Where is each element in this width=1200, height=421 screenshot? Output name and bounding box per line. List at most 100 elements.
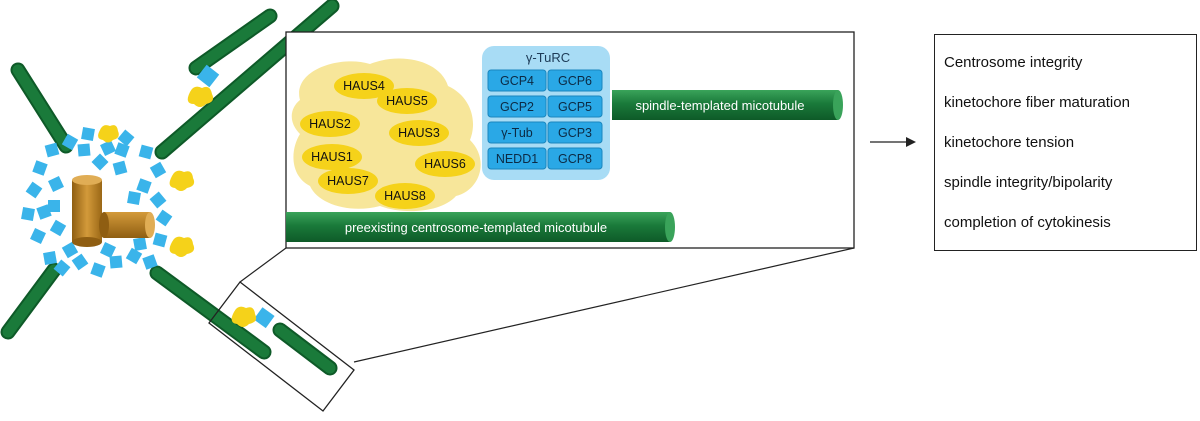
haus-subunit <box>334 73 394 99</box>
aster-microtubule-top-right-long <box>154 0 340 160</box>
haus-label: HAUS4 <box>343 79 385 93</box>
pcm-square-icon <box>48 176 64 192</box>
haus-label: HAUS5 <box>386 94 428 108</box>
pcm-square-icon <box>91 153 109 171</box>
pcm-square-icon <box>125 247 143 265</box>
haus-subunit <box>389 120 449 146</box>
pcm-square-icon <box>133 237 147 251</box>
pcm-square-icon <box>77 143 91 157</box>
gcp-label: GCP6 <box>558 74 592 88</box>
gcp-label: γ-Tub <box>501 126 533 140</box>
pcm-square-icon <box>53 259 71 277</box>
gcp-box <box>487 69 547 92</box>
pcm-square-icon <box>114 142 130 158</box>
aster-microtubule-top-left <box>10 62 74 154</box>
pcm-square-icon <box>30 228 46 244</box>
aster-microtubule-bottom-left <box>0 262 62 340</box>
haus-label: HAUS2 <box>309 117 351 131</box>
centriole-cylinder-icon <box>72 175 102 247</box>
pcm-square-icon <box>49 219 67 237</box>
outcome-item: Centrosome integrity <box>944 54 1083 71</box>
haus-label: HAUS1 <box>311 150 353 164</box>
gcp-box <box>487 121 547 144</box>
augmin-blob-icon <box>98 125 119 143</box>
centriole-cylinder-icon <box>99 212 155 238</box>
haus-subunit <box>302 144 362 170</box>
haus-subunits: HAUS4 HAUS5 HAUS2 HAUS3 HAUS1 HAUS6 HAUS… <box>300 73 475 209</box>
pcm-square-icon <box>21 207 35 221</box>
gamma-turc-title: γ-TuRC <box>526 50 570 65</box>
gcp-label: GCP3 <box>558 126 592 140</box>
preexisting-microtubule-label: preexisting centrosome-templated micotub… <box>345 220 607 235</box>
gcp-box <box>487 147 547 170</box>
haus-subunit <box>300 111 360 137</box>
haus-subunit <box>415 151 475 177</box>
haus-label: HAUS7 <box>327 174 369 188</box>
haus-label: HAUS6 <box>424 157 466 171</box>
haus-label: HAUS3 <box>398 126 440 140</box>
pcm-square-icon <box>152 232 168 248</box>
gcp-label: GCP4 <box>500 74 534 88</box>
gcp-label: GCP5 <box>558 100 592 114</box>
pcm-square-icon <box>71 253 89 271</box>
pcm-square-icon <box>149 191 167 209</box>
augmin-blob-icon <box>169 170 195 191</box>
pcm-square-icon <box>127 191 141 205</box>
gcp-box <box>487 95 547 118</box>
pcm-square-icon <box>61 241 79 259</box>
haus-subunit <box>375 183 435 209</box>
gcp-box <box>547 69 603 92</box>
pcm-square-icon <box>109 255 123 269</box>
outcome-item: spindle integrity/bipolarity <box>944 174 1113 191</box>
centrosome-aster <box>0 0 340 376</box>
zoom-source-box <box>208 281 355 412</box>
pcm-square-icon <box>117 129 135 147</box>
gcp-box <box>547 95 603 118</box>
pcm-square-icon <box>112 160 128 176</box>
gcp-box <box>547 147 603 170</box>
augmin-blob-icon <box>169 236 195 257</box>
pcm-square-icon <box>138 144 154 160</box>
gcp-label: GCP8 <box>558 152 592 166</box>
pcm-square-icon <box>61 133 79 151</box>
pcm-square-icon <box>149 161 167 179</box>
outcome-item: completion of cytokinesis <box>944 214 1111 231</box>
outcomes-box <box>934 34 1197 251</box>
pcm-cloud <box>21 127 173 278</box>
spindle-templated-microtubule: spindle-templated micotubule <box>612 90 843 120</box>
right-arrow-icon <box>870 137 916 147</box>
gcp-grid: GCP4 GCP6 GCP2 GCP5 γ-Tub GCP3 NEDD1 GCP… <box>487 69 603 170</box>
branched-microtubule <box>272 322 338 376</box>
pcm-square-icon <box>142 254 158 270</box>
pcm-square-icon <box>155 209 173 227</box>
gamma-turc-square-icon <box>253 307 275 329</box>
haus-subunit <box>377 88 437 114</box>
pcm-square-icon <box>90 262 106 278</box>
gcp-label: NEDD1 <box>496 152 538 166</box>
gcp-label: GCP2 <box>500 100 534 114</box>
spindle-microtubule-label: spindle-templated micotubule <box>635 98 804 113</box>
aster-microtubule-bottom-right <box>149 265 272 360</box>
outcome-item: kinetochore tension <box>944 134 1075 151</box>
pcm-square-icon <box>32 160 48 176</box>
pcm-square-icon <box>36 204 52 220</box>
pcm-square-icon <box>25 181 43 199</box>
pcm-square-icon <box>44 142 60 158</box>
pcm-square-icon <box>136 178 152 194</box>
gamma-turc-square-icon <box>196 64 220 88</box>
pcm-square-icon <box>100 140 116 156</box>
haus-subunit <box>318 168 378 194</box>
augmin-blob-icon <box>187 86 214 107</box>
augmin-blob-icon <box>231 306 257 327</box>
gcp-box <box>547 121 603 144</box>
zoom-connector-bottom <box>353 247 855 363</box>
aster-microtubule-top-right-short <box>188 8 278 76</box>
pcm-square-icon <box>100 242 116 258</box>
zoom-connector-top <box>239 247 287 283</box>
outcome-item: kinetochore fiber maturation <box>944 94 1130 111</box>
pcm-square-icon <box>81 127 95 141</box>
preexisting-microtubule: preexisting centrosome-templated micotub… <box>286 212 675 242</box>
haus-label: HAUS8 <box>384 189 426 203</box>
augmin-complex-panel: HAUS4 HAUS5 HAUS2 HAUS3 HAUS1 HAUS6 HAUS… <box>285 31 855 249</box>
